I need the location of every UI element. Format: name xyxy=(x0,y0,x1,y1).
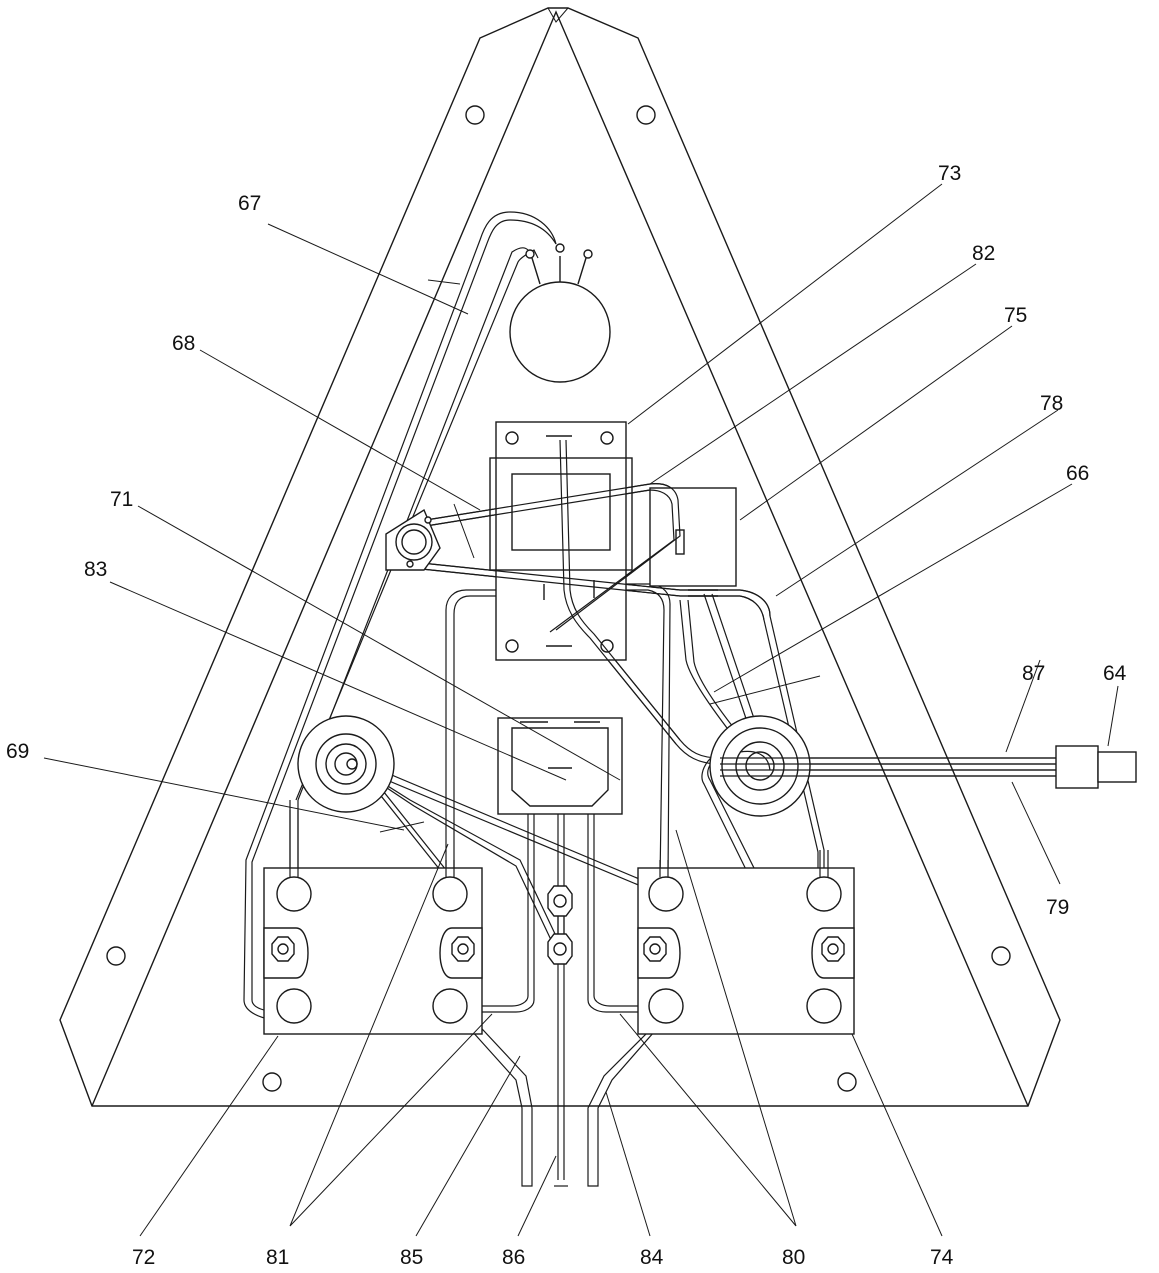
callout-64: 64 xyxy=(1103,662,1127,685)
component-68-sensor xyxy=(385,508,441,571)
housing-plate xyxy=(59,7,1061,1107)
callout-78: 78 xyxy=(1040,392,1063,415)
callout-87: 87 xyxy=(1022,662,1045,685)
callout-84: 84 xyxy=(640,1246,664,1269)
callout-83: 83 xyxy=(84,558,107,581)
callout-72: 72 xyxy=(132,1246,155,1269)
component-66-right-gland xyxy=(709,715,1056,817)
leader-lines xyxy=(43,183,1119,1237)
callout-71: 71 xyxy=(110,488,133,511)
callout-68: 68 xyxy=(172,332,195,355)
component-69-left-gland xyxy=(297,715,395,813)
callout-67: 67 xyxy=(238,192,261,215)
callout-85: 85 xyxy=(400,1246,423,1269)
callout-81: 81 xyxy=(266,1246,289,1269)
mounting-holes xyxy=(106,105,1011,1092)
component-67-round-sensor xyxy=(509,243,611,383)
callout-74: 74 xyxy=(930,1246,954,1269)
component-74-right-bracket xyxy=(637,867,855,1035)
callout-labels: 64 66 67 68 69 71 72 73 74 75 78 79 80 8… xyxy=(6,162,1127,1269)
callout-73: 73 xyxy=(938,162,961,185)
component-72-left-bracket xyxy=(263,867,483,1035)
callout-69: 69 xyxy=(6,740,29,763)
wiring-bracket-overlay xyxy=(289,810,829,877)
callout-82: 82 xyxy=(972,242,995,265)
callout-86: 86 xyxy=(502,1246,525,1269)
callout-79: 79 xyxy=(1046,896,1069,919)
component-75-module xyxy=(649,487,737,587)
callout-80: 80 xyxy=(782,1246,805,1269)
callout-75: 75 xyxy=(1004,304,1027,327)
component-64-plug xyxy=(1055,745,1137,789)
component-71-connector xyxy=(497,717,623,815)
callout-66: 66 xyxy=(1066,462,1089,485)
wiring xyxy=(243,211,1056,1187)
center-nuts xyxy=(547,885,573,965)
